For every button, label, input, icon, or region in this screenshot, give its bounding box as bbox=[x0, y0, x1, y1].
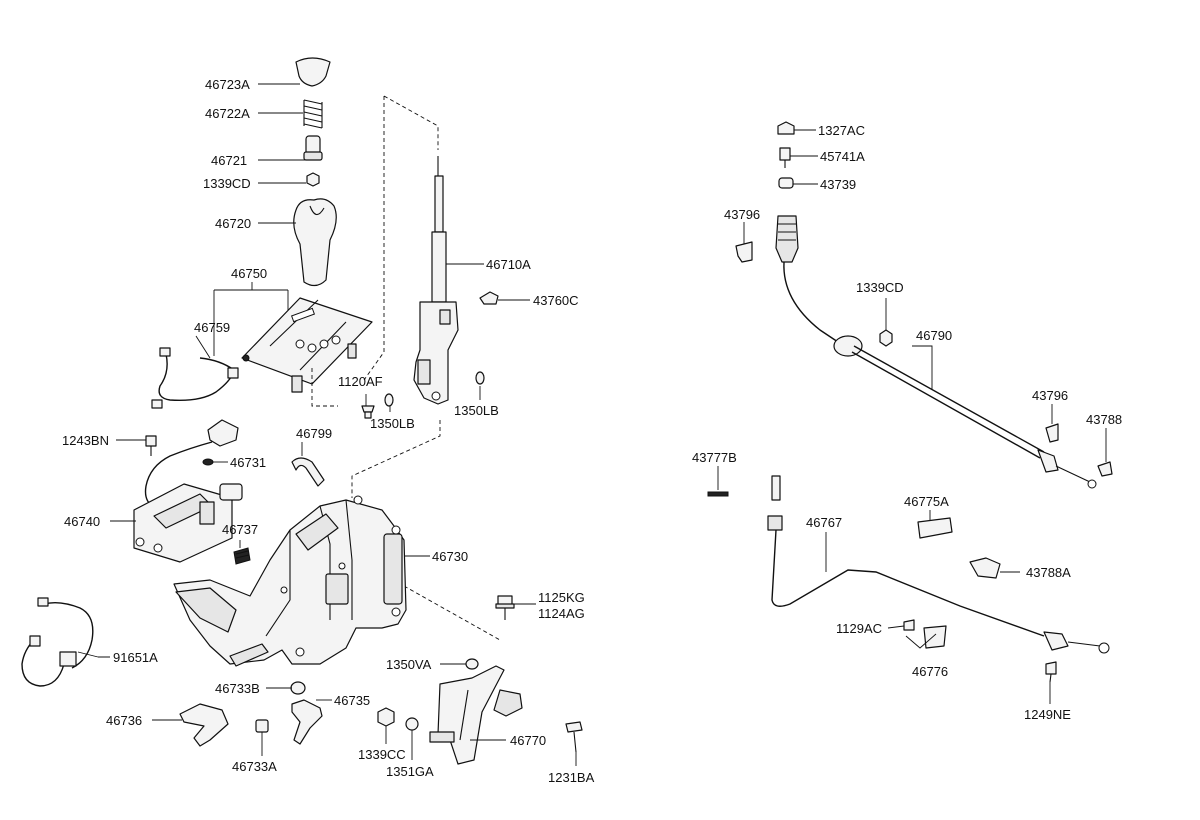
label-46770: 46770 bbox=[510, 733, 546, 748]
knob-part-46720 bbox=[293, 198, 337, 287]
label-46721: 46721 bbox=[211, 153, 247, 168]
connector-part-46740-plug bbox=[144, 419, 239, 505]
bracket-part-46799 bbox=[291, 457, 325, 487]
shift-lever-part-46710A bbox=[413, 156, 459, 405]
label-46750: 46750 bbox=[231, 266, 267, 281]
assembly-line-lever bbox=[363, 95, 439, 381]
bolt-part-1249NE bbox=[1045, 661, 1057, 683]
clip-part-43796-upper bbox=[735, 241, 753, 263]
bushing-part-43739 bbox=[778, 177, 794, 189]
grommet-part-46731 bbox=[202, 458, 214, 466]
label-1125KG: 1125KG bbox=[538, 590, 585, 605]
label-1350LB-left: 1350LB bbox=[370, 416, 415, 431]
label-46776: 46776 bbox=[912, 664, 948, 679]
lamp-harness-part-46759 bbox=[151, 347, 239, 409]
label-46720: 46720 bbox=[215, 216, 251, 231]
label-1243BN: 1243BN bbox=[62, 433, 109, 448]
clip-part-43760C bbox=[479, 291, 499, 305]
solenoid-part-46740 bbox=[133, 483, 243, 563]
assembly-line-panel bbox=[311, 368, 338, 407]
washer-part-1350VA bbox=[465, 658, 479, 670]
label-46759: 46759 bbox=[194, 320, 230, 335]
label-43760C: 43760C bbox=[533, 293, 579, 308]
lever-assembly-part-46770 bbox=[429, 665, 523, 765]
label-46731: 46731 bbox=[230, 455, 266, 470]
harness-part-91651A bbox=[21, 597, 94, 687]
label-43796-lower: 43796 bbox=[1032, 388, 1068, 403]
label-46710A: 46710A bbox=[486, 257, 531, 272]
washer-part-1351GA bbox=[405, 717, 419, 731]
leader-lines bbox=[77, 83, 1107, 766]
clip-part-43788A bbox=[969, 557, 1001, 579]
washer-part-1350LB-right bbox=[475, 371, 485, 385]
label-46735: 46735 bbox=[334, 693, 370, 708]
label-1351GA: 1351GA bbox=[386, 764, 434, 779]
label-43739: 43739 bbox=[820, 177, 856, 192]
part-labels: 46723A 46722A 46721 1339CD 46720 46750 4… bbox=[62, 77, 1122, 785]
label-1339CD-upper: 1339CD bbox=[203, 176, 251, 191]
label-46737: 46737 bbox=[222, 522, 258, 537]
bracket-part-46776 bbox=[923, 625, 947, 649]
label-46740: 46740 bbox=[64, 514, 100, 529]
label-1339CC: 1339CC bbox=[358, 747, 406, 762]
clip-part-43788 bbox=[1097, 461, 1113, 477]
bolt-part-1125KG-1124AG bbox=[495, 595, 515, 620]
lever-part-46736 bbox=[179, 703, 229, 747]
label-46790: 46790 bbox=[916, 328, 952, 343]
label-1124AG: 1124AG bbox=[538, 606, 585, 621]
bracket-part-46775A bbox=[917, 517, 953, 539]
knob-cap-part-46723A bbox=[295, 57, 331, 87]
label-43788A: 43788A bbox=[1026, 565, 1071, 580]
clip-part-43777B bbox=[707, 491, 729, 497]
nut-part-1327AC bbox=[777, 121, 795, 135]
label-46736: 46736 bbox=[106, 713, 142, 728]
bushing-part-46733B bbox=[290, 681, 306, 695]
nut-part-1339CD-right bbox=[879, 329, 893, 347]
label-43777B: 43777B bbox=[692, 450, 737, 465]
label-91651A: 91651A bbox=[113, 650, 158, 665]
indicator-panel-part-46750 bbox=[241, 297, 373, 393]
label-1350VA: 1350VA bbox=[386, 657, 432, 672]
label-1249NE: 1249NE bbox=[1024, 707, 1071, 722]
label-46730: 46730 bbox=[432, 549, 468, 564]
label-46733B: 46733B bbox=[215, 681, 260, 696]
label-45741A: 45741A bbox=[820, 149, 865, 164]
bushing-part-46733A bbox=[255, 719, 269, 733]
nut-part-1339CD-upper bbox=[306, 172, 320, 187]
label-1120AF: 1120AF bbox=[338, 374, 383, 389]
label-46767: 46767 bbox=[806, 515, 842, 530]
washer-part-1350LB-left bbox=[384, 393, 394, 407]
clip-part-43796-lower bbox=[1045, 423, 1059, 443]
nut-part-1339CC bbox=[377, 707, 395, 727]
label-43796-upper: 43796 bbox=[724, 207, 760, 222]
button-part-46721 bbox=[303, 135, 323, 161]
spring-part-46737 bbox=[233, 547, 251, 565]
bolt-part-1243BN bbox=[145, 435, 157, 456]
label-46775A: 46775A bbox=[904, 494, 949, 509]
label-1129AC: 1129AC bbox=[836, 621, 882, 636]
spring-part-46722A bbox=[303, 99, 323, 129]
label-46723A: 46723A bbox=[205, 77, 250, 92]
label-1231BA: 1231BA bbox=[548, 770, 595, 785]
label-46799: 46799 bbox=[296, 426, 332, 441]
base-assembly-part-46730 bbox=[173, 495, 407, 667]
bushing-part-45741A bbox=[779, 147, 791, 168]
cable-part-46790 bbox=[775, 215, 1097, 489]
assembly-line-bolt bbox=[403, 585, 501, 641]
label-1327AC: 1327AC bbox=[818, 123, 865, 138]
label-1339CD-right: 1339CD bbox=[856, 280, 904, 295]
pin-part-46735 bbox=[291, 699, 323, 745]
bolt-part-1120AF bbox=[361, 405, 375, 419]
bolt-part-1231BA bbox=[565, 721, 583, 753]
label-46733A: 46733A bbox=[232, 759, 277, 774]
cable-part-46767 bbox=[767, 475, 1110, 654]
bolt-part-1129AC bbox=[903, 619, 915, 631]
label-43788: 43788 bbox=[1086, 412, 1122, 427]
label-46722A: 46722A bbox=[205, 106, 250, 121]
assembly-line-base bbox=[351, 420, 441, 498]
label-1350LB-right: 1350LB bbox=[454, 403, 499, 418]
